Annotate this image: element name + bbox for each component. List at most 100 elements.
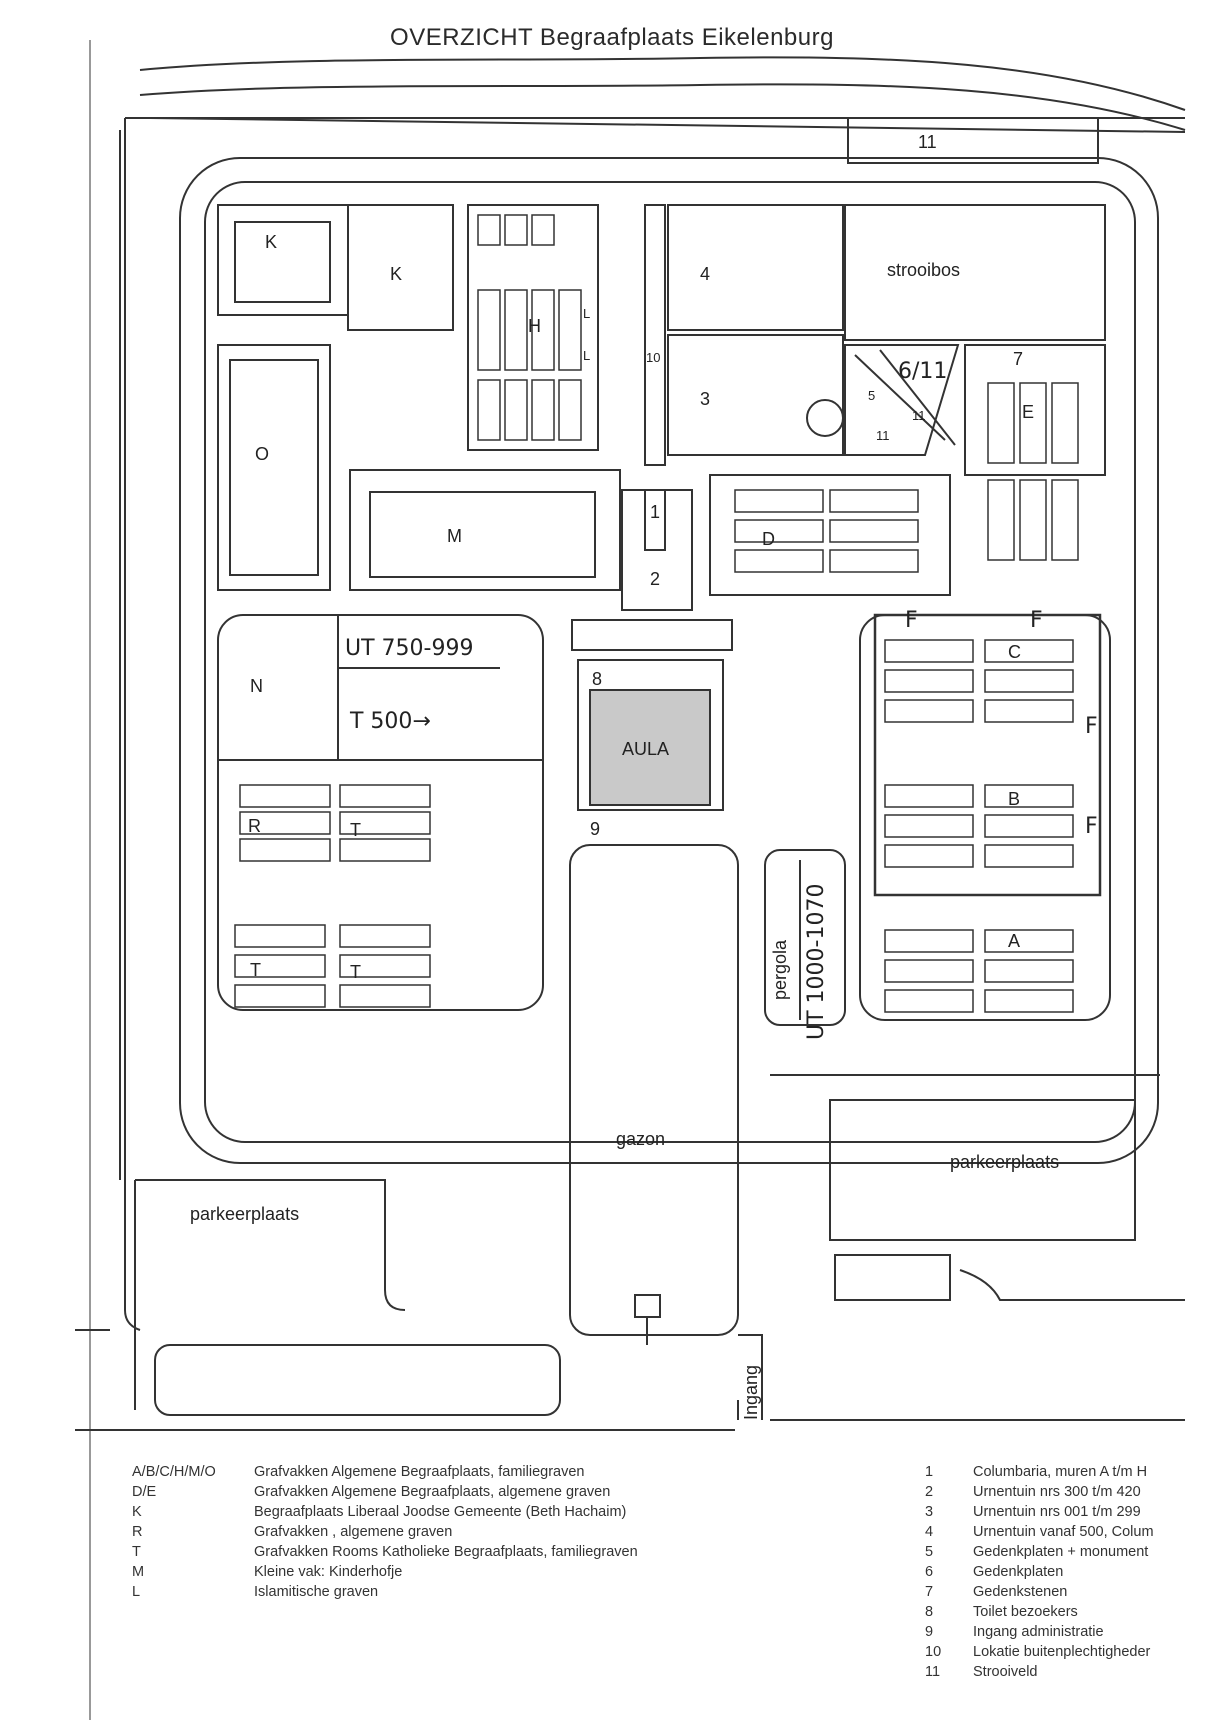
legend-code: M — [132, 1564, 145, 1580]
label-B: B — [1008, 789, 1020, 809]
label-2: 2 — [650, 569, 660, 589]
label-T1: T — [350, 820, 361, 840]
main-road-inner — [204, 181, 1136, 1143]
label-11-small: 11 — [876, 428, 890, 443]
map-title: OVERZICHT Begraafplaats Eikelenburg — [390, 24, 834, 51]
label-F3: F — [1085, 714, 1098, 739]
label-M: M — [447, 526, 462, 546]
legend-desc: Begraafplaats Liberaal Joodse Gemeente (… — [254, 1504, 627, 1520]
legend-code: 6 — [925, 1564, 934, 1580]
legend-row: 2 Urnentuin nrs 300 t/m 420 — [925, 1482, 1224, 1502]
legend-desc: Toilet bezoekers — [973, 1604, 1078, 1620]
legend-code: 7 — [925, 1584, 934, 1600]
label-aula: AULA — [622, 739, 669, 759]
legend-code: 5 — [925, 1544, 934, 1560]
legend-code: 8 — [925, 1604, 934, 1620]
label-6-11: 6/11 — [898, 359, 947, 384]
block-H — [467, 204, 599, 451]
block-N-R-T — [217, 614, 544, 1011]
legend-desc: Gedenkstenen — [973, 1584, 1068, 1600]
block-6-11 — [844, 344, 960, 456]
label-K-large: K — [390, 264, 402, 284]
label-pergola: pergola — [770, 939, 790, 1000]
legend-code: L — [132, 1584, 141, 1600]
legend-code: 9 — [925, 1624, 934, 1640]
section-11-top — [847, 117, 1099, 164]
legend-desc: Gedenkplaten + monument — [973, 1544, 1149, 1560]
label-strooibos: strooibos — [887, 260, 960, 280]
label-parkeerplaats-right: parkeerplaats — [950, 1152, 1059, 1172]
parking-left — [135, 1179, 406, 1311]
outer-border-top — [139, 56, 1186, 111]
legend-row: M Kleine vak: Kinderhofje — [132, 1562, 832, 1582]
legend-desc: Grafvakken Algemene Begraafplaats, algem… — [254, 1484, 611, 1500]
legend-code: 11 — [925, 1664, 941, 1680]
legend-desc: Urnentuin nrs 001 t/m 299 — [973, 1504, 1141, 1520]
label-11-top: 11 — [918, 132, 937, 152]
label-4: 4 — [700, 264, 710, 284]
label-ingang: Ingang — [741, 1365, 761, 1420]
label-H: H — [528, 316, 541, 336]
label-7: 7 — [1013, 349, 1023, 369]
label-T3: T — [350, 962, 361, 982]
label-F2: F — [1030, 608, 1043, 633]
block-7-E — [964, 344, 1106, 476]
legend-code: 4 — [925, 1524, 934, 1540]
label-N: N — [250, 676, 263, 696]
legend-row: 1 Columbaria, muren A t/m H — [925, 1462, 1224, 1482]
legend-desc: Gedenkplaten — [973, 1564, 1064, 1580]
legend-code: D/E — [132, 1484, 157, 1500]
parking-right — [829, 1099, 1136, 1241]
block-O — [217, 344, 331, 591]
label-ut-750: UT 750-999 — [345, 636, 473, 661]
legend-desc: Columbaria, muren A t/m H — [973, 1464, 1148, 1480]
legend-row: A/B/C/H/M/O Grafvakken Algemene Begraafpl… — [132, 1462, 832, 1482]
label-3: 3 — [700, 389, 710, 409]
block-aula — [577, 659, 724, 811]
legend-desc: Grafvakken Algemene Begraafplaats, famil… — [254, 1464, 585, 1480]
label-L2: L — [583, 348, 590, 363]
label-T2: T — [250, 960, 261, 980]
block-D — [709, 474, 951, 596]
label-9: 9 — [590, 819, 600, 839]
legend-row: L Islamitische graven — [132, 1582, 832, 1602]
label-L1: L — [583, 306, 590, 321]
legend-code: A/B/C/H/M/O — [132, 1464, 216, 1480]
legend-row: D/E Grafvakken Algemene Begraafplaats, al… — [132, 1482, 832, 1502]
legend-row: 9 Ingang administratie — [925, 1622, 1224, 1642]
pergola-strip — [764, 849, 846, 1026]
legend-code: 3 — [925, 1504, 934, 1520]
label-parkeerplaats-left: parkeerplaats — [190, 1204, 299, 1224]
label-F4: F — [1085, 814, 1098, 839]
label-K-small: K — [265, 232, 277, 252]
label-11-mid: 11 — [912, 408, 926, 423]
label-F1: F — [905, 608, 918, 633]
label-8: 8 — [592, 669, 602, 689]
label-O: O — [255, 444, 269, 464]
label-10: 10 — [646, 350, 660, 365]
legend-desc: Islamitische graven — [254, 1584, 379, 1600]
legend-desc: Kleine vak: Kinderhofje — [254, 1564, 403, 1580]
label-ut-1000: UT 1000-1070 — [804, 884, 829, 1040]
legend-row: 3 Urnentuin nrs 001 t/m 299 — [925, 1502, 1224, 1522]
label-A: A — [1008, 931, 1020, 951]
legend-row: 8 Toilet bezoekers — [925, 1602, 1224, 1622]
legend-code: 2 — [925, 1484, 934, 1500]
legend-desc: Ingang administratie — [973, 1624, 1104, 1640]
legend-desc: Urnentuin nrs 300 t/m 420 — [973, 1484, 1141, 1500]
block-K-large — [347, 204, 454, 331]
label-gazon: gazon — [616, 1129, 665, 1149]
legend-row: 6 Gedenkplaten — [925, 1562, 1224, 1582]
legend-desc: Grafvakken , algemene graven — [254, 1524, 453, 1540]
legend-code: 1 — [925, 1464, 934, 1480]
label-5: 5 — [868, 388, 875, 403]
legend-row: 7 Gedenkstenen — [925, 1582, 1224, 1602]
block-4 — [667, 204, 844, 331]
